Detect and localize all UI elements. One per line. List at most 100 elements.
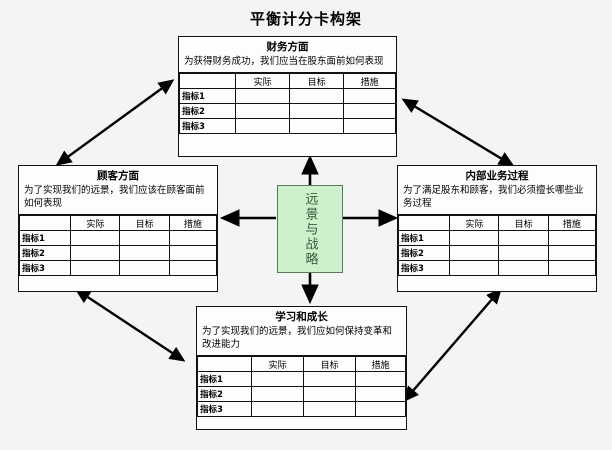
cell-target-2[interactable] <box>498 245 549 261</box>
table-row: 指标2 <box>178 103 396 119</box>
financial-kpi-table: 实际 目标 措施 指标1 指标2 指标3 <box>178 73 396 134</box>
header-actual: 实际 <box>70 215 121 231</box>
table-row: 指标2 <box>397 245 597 261</box>
header-actual: 实际 <box>251 356 305 372</box>
cell-actual-1[interactable] <box>235 88 291 104</box>
panel-customer[interactable]: 顾客方面 为了实现我们的远景，我们应该在顾客面前如何表现 实际 目标 措施 指标… <box>18 165 218 292</box>
cell-target-1[interactable] <box>498 230 549 246</box>
panel-financial-header: 财务方面 为获得财务成功，我们应当在股东面前如何表现 <box>179 37 396 73</box>
panel-financial[interactable]: 财务方面 为获得财务成功，我们应当在股东面前如何表现 实际 目标 措施 指标1 … <box>178 36 397 157</box>
cell-actual-2[interactable] <box>235 103 291 119</box>
table-row: 指标3 <box>178 118 396 134</box>
header-measure: 措施 <box>343 73 396 89</box>
panel-learning-title: 学习和成长 <box>275 311 328 323</box>
cell-target-1[interactable] <box>119 230 170 246</box>
panel-customer-title: 顾客方面 <box>97 170 139 182</box>
row-label-3: 指标3 <box>18 260 72 276</box>
cell-target-2[interactable] <box>119 245 170 261</box>
row-label-3: 指标3 <box>178 118 237 134</box>
row-label-1: 指标1 <box>178 88 237 104</box>
cell-target-3[interactable] <box>303 401 357 417</box>
header-target: 目标 <box>498 215 549 231</box>
cell-actual-1[interactable] <box>449 230 500 246</box>
cell-actual-1[interactable] <box>70 230 121 246</box>
cell-actual-3[interactable] <box>235 118 291 134</box>
cell-actual-3[interactable] <box>70 260 121 276</box>
customer-financial-double-arrow <box>55 79 175 166</box>
cell-measure-3[interactable] <box>168 260 218 276</box>
vision-and-strategy-box[interactable]: 远景与战略 <box>277 185 343 273</box>
header-blank <box>178 73 237 89</box>
learning-internal-double-arrow <box>403 287 502 403</box>
cell-measure-1[interactable] <box>168 230 218 246</box>
table-row: 指标1 <box>178 88 396 104</box>
table-row: 指标1 <box>196 371 406 387</box>
cell-target-1[interactable] <box>289 88 345 104</box>
header-measure: 措施 <box>355 356 406 372</box>
panel-internal-business[interactable]: 内部业务过程 为了满足股东和顾客，我们必须擅长哪些业务过程 实际 目标 措施 指… <box>397 165 597 292</box>
cell-actual-1[interactable] <box>251 371 305 387</box>
financial-internal-double-arrow <box>401 98 515 167</box>
header-measure: 措施 <box>547 215 597 231</box>
cell-actual-2[interactable] <box>70 245 121 261</box>
panel-customer-header: 顾客方面 为了实现我们的远景，我们应该在顾客面前如何表现 <box>19 166 217 215</box>
panel-internal-header: 内部业务过程 为了满足股东和顾客，我们必须擅长哪些业务过程 <box>398 166 596 215</box>
cell-measure-1[interactable] <box>547 230 597 246</box>
cell-measure-1[interactable] <box>343 88 396 104</box>
row-label-2: 指标2 <box>196 386 253 402</box>
cell-measure-3[interactable] <box>547 260 597 276</box>
cell-target-1[interactable] <box>303 371 357 387</box>
cell-target-2[interactable] <box>289 103 345 119</box>
header-blank <box>196 356 253 372</box>
table-row: 指标1 <box>18 230 218 246</box>
table-header-row: 实际 目标 措施 <box>196 356 406 372</box>
header-blank <box>397 215 451 231</box>
row-label-1: 指标1 <box>18 230 72 246</box>
cell-measure-1[interactable] <box>355 371 406 387</box>
cell-target-2[interactable] <box>303 386 357 402</box>
cell-actual-2[interactable] <box>251 386 305 402</box>
panel-learning-growth[interactable]: 学习和成长 为了实现我们的远景，我们应如何保持变革和改进能力 实际 目标 措施 … <box>196 306 407 430</box>
cell-target-3[interactable] <box>289 118 345 134</box>
panel-financial-description: 为获得财务成功，我们应当在股东面前如何表现 <box>184 56 384 67</box>
table-row: 指标3 <box>397 260 597 276</box>
row-label-2: 指标2 <box>18 245 72 261</box>
panel-internal-title: 内部业务过程 <box>465 170 529 182</box>
cell-actual-3[interactable] <box>449 260 500 276</box>
vision-and-strategy-label: 远景与战略 <box>302 191 318 267</box>
cell-measure-3[interactable] <box>343 118 396 134</box>
cell-actual-3[interactable] <box>251 401 305 417</box>
table-row: 指标3 <box>196 401 406 417</box>
cell-measure-2[interactable] <box>343 103 396 119</box>
customer-kpi-table: 实际 目标 措施 指标1 指标2 指标3 <box>18 215 218 276</box>
cell-actual-2[interactable] <box>449 245 500 261</box>
learning-kpi-table: 实际 目标 措施 指标1 指标2 指标3 <box>196 356 406 417</box>
header-actual: 实际 <box>449 215 500 231</box>
row-label-3: 指标3 <box>397 260 451 276</box>
row-label-2: 指标2 <box>397 245 451 261</box>
row-label-1: 指标1 <box>196 371 253 387</box>
row-label-1: 指标1 <box>397 230 451 246</box>
panel-internal-description: 为了满足股东和顾客，我们必须擅长哪些业务过程 <box>403 185 584 209</box>
cell-measure-2[interactable] <box>168 245 218 261</box>
cell-measure-2[interactable] <box>547 245 597 261</box>
page-title: 平衡计分卡构架 <box>249 10 362 28</box>
panel-learning-description: 为了实现我们的远景，我们应如何保持变革和改进能力 <box>202 326 393 350</box>
header-actual: 实际 <box>235 73 291 89</box>
table-row: 指标3 <box>18 260 218 276</box>
table-row: 指标2 <box>18 245 218 261</box>
cell-measure-2[interactable] <box>355 386 406 402</box>
cell-target-3[interactable] <box>498 260 549 276</box>
panel-learning-header: 学习和成长 为了实现我们的远景，我们应如何保持变革和改进能力 <box>197 307 406 356</box>
table-header-row: 实际 目标 措施 <box>397 215 597 231</box>
cell-measure-3[interactable] <box>355 401 406 417</box>
header-measure: 措施 <box>168 215 218 231</box>
header-target: 目标 <box>119 215 170 231</box>
header-target: 目标 <box>289 73 345 89</box>
table-header-row: 实际 目标 措施 <box>178 73 396 89</box>
table-header-row: 实际 目标 措施 <box>18 215 218 231</box>
panel-financial-title: 财务方面 <box>266 41 309 53</box>
cell-target-3[interactable] <box>119 260 170 276</box>
row-label-2: 指标2 <box>178 103 237 119</box>
